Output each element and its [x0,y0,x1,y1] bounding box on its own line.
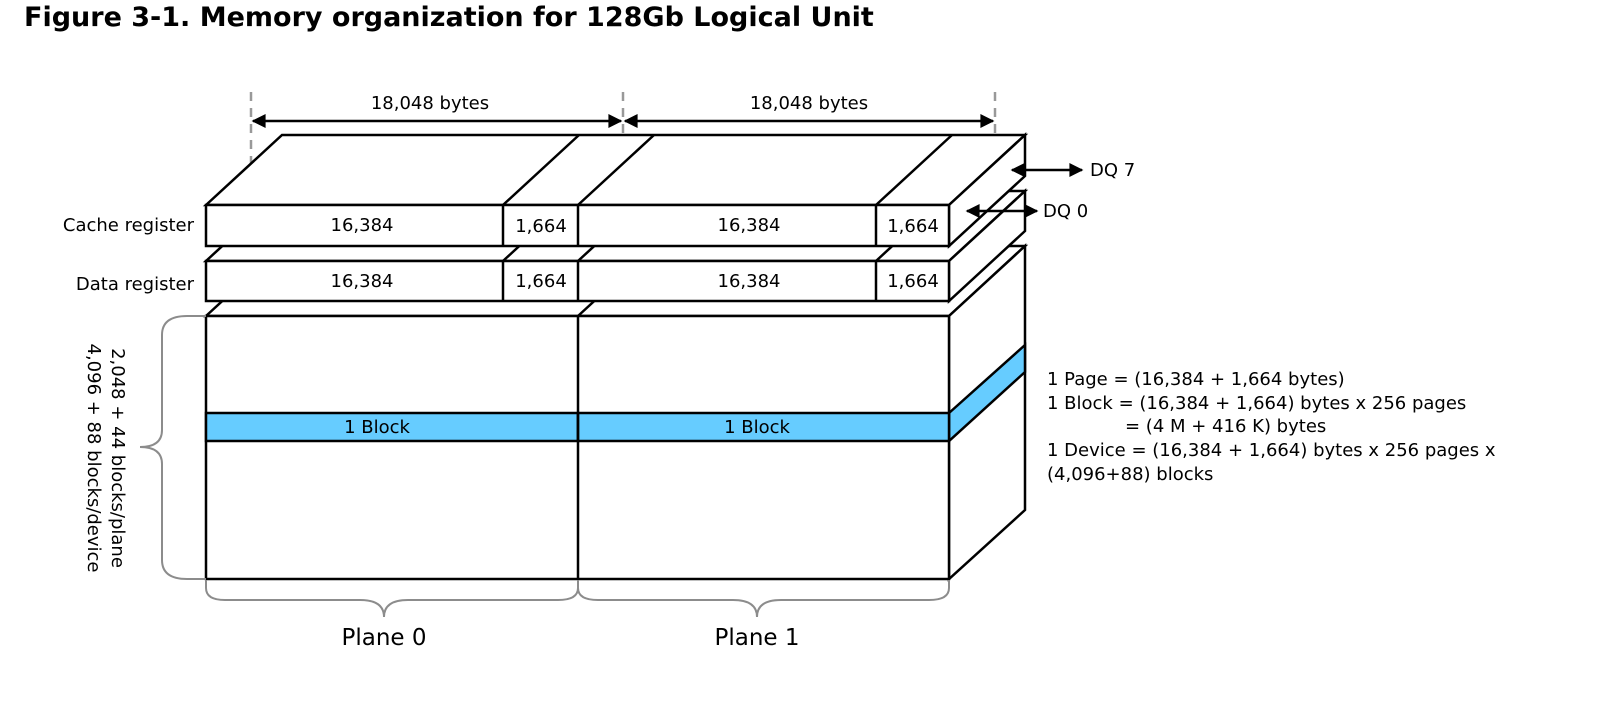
figure-title: Figure 3-1. Memory organization for 128G… [24,2,874,33]
dq7-label: DQ 7 [1090,160,1135,181]
blocks-per-plane-label: 2,048 + 44 blocks/plane [107,348,128,568]
dq0-label: DQ 0 [1043,201,1088,222]
formula-block-size: = (4 M + 416 K) bytes [1125,416,1326,437]
cache-cell-2: 1,664 [515,216,567,237]
plane0-width-label: 18,048 bytes [371,93,489,114]
formula-device: 1 Device = (16,384 + 1,664) bytes x 256 … [1047,440,1496,461]
cache-register [202,132,1029,249]
block-label-plane1: 1 Block [724,417,790,438]
plane1-width-label: 18,048 bytes [750,93,868,114]
plane1-brace [577,580,950,618]
formula-device-blocks: (4,096+88) blocks [1047,464,1213,485]
cache-cell-4: 1,664 [887,216,939,237]
dimension-guides [249,92,997,165]
cache-cell-1: 16,384 [331,215,394,236]
data-register-label: Data register [76,274,195,295]
blocks-per-device-label: 4,096 + 88 blocks/device [83,343,104,572]
block-row-plane0 [204,411,580,443]
blocks-brace [139,315,206,580]
formula-page: 1 Page = (16,384 + 1,664 bytes) [1047,369,1345,390]
data-cell-2: 1,664 [515,271,567,292]
data-cell-4: 1,664 [887,271,939,292]
plane0-label: Plane 0 [341,625,426,651]
data-cell-1: 16,384 [331,271,394,292]
data-cell-3: 16,384 [718,271,781,292]
plane1-label: Plane 1 [714,625,799,651]
cache-register-label: Cache register [63,215,195,236]
plane0-brace [205,580,579,618]
cache-cell-3: 16,384 [718,215,781,236]
formula-block: 1 Block = (16,384 + 1,664) bytes x 256 p… [1047,393,1466,414]
memory-array [202,243,1029,582]
block-label-plane0: 1 Block [344,417,410,438]
